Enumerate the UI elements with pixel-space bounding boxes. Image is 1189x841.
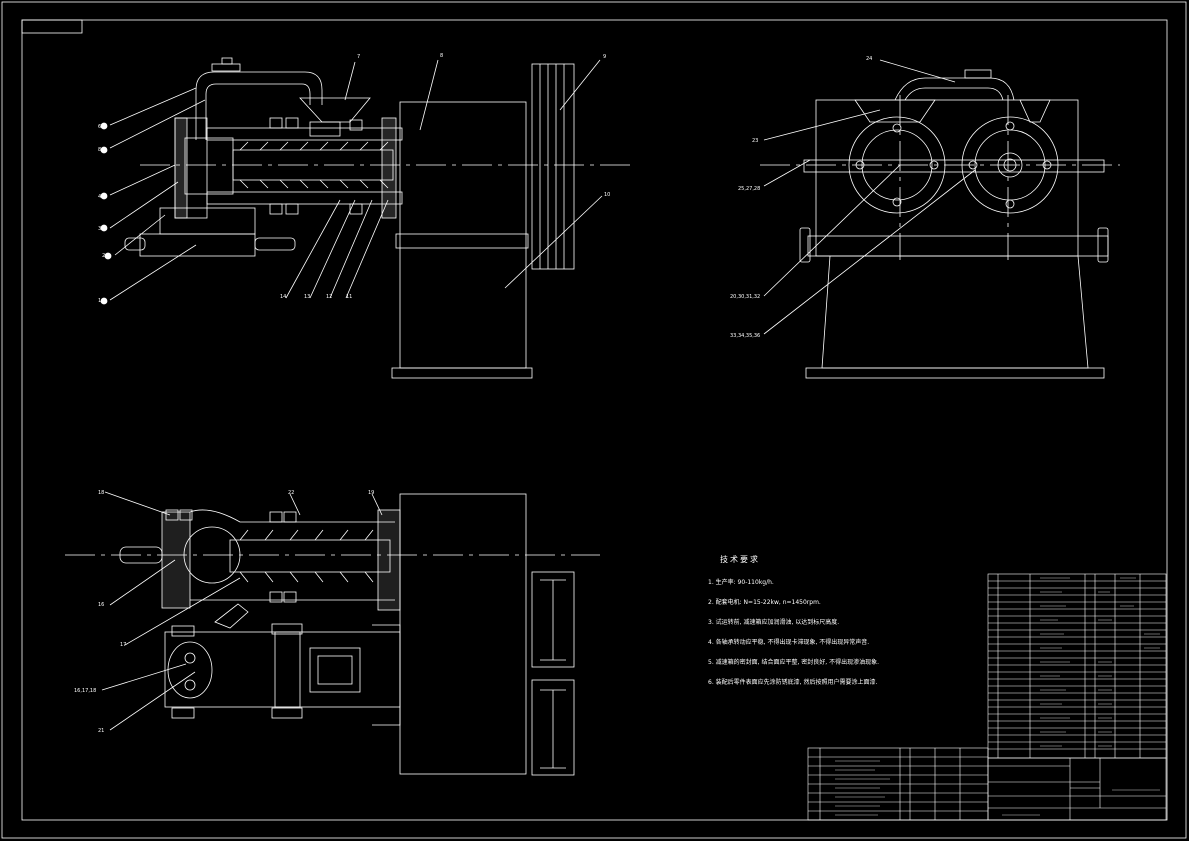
balloon-label: 12 <box>326 294 332 300</box>
balloon-label: 21 <box>98 728 104 734</box>
balloon-label: 8 <box>98 147 101 153</box>
balloon-label: 14 <box>280 294 286 300</box>
balloon-label: 20,30,31,32 <box>730 294 760 300</box>
front-view-balloons <box>100 122 112 305</box>
balloon-label: 18 <box>98 490 104 496</box>
balloon-label: 3 <box>98 226 101 232</box>
balloon-label: 13 <box>304 294 310 300</box>
technical-requirements: 技术要求 1. 生产率: 90-110kg/h. 2. 配套电机: N=15-2… <box>708 554 879 686</box>
balloon-label: 16 <box>98 602 104 608</box>
balloon-label: 6 <box>98 124 101 130</box>
balloon-label: 8 <box>440 53 443 59</box>
tech-req-title: 技术要求 <box>720 554 760 564</box>
tech-req-item: 4. 各轴承转动应平稳, 不得出现卡滞现象, 不得出现异常声音. <box>708 638 869 646</box>
balloon-label: 23 <box>752 138 758 144</box>
balloon-label: 9 <box>603 54 606 60</box>
balloon-label: 17 <box>120 642 126 648</box>
parts-list-table <box>807 573 1167 821</box>
balloon-label: 22 <box>288 490 294 496</box>
balloon-label: 10 <box>604 192 610 198</box>
balloon-label: 19 <box>368 490 374 496</box>
balloon-labels: 6 8 4 3 2 1 7 8 9 10 14 13 12 11 24 23 2… <box>74 53 872 734</box>
balloon-label: 4 <box>98 194 101 200</box>
balloon-label: 16,17,18 <box>74 688 96 694</box>
balloon-label: 2 <box>102 253 105 259</box>
balloon-label: 33,34,35,36 <box>730 333 760 339</box>
front-view <box>109 57 630 379</box>
corner-id-box <box>21 19 83 34</box>
top-view <box>65 491 600 776</box>
tech-req-item: 6. 装配后零件表面应先涂防锈底漆, 然后按照用户需要涂上面漆. <box>708 678 877 686</box>
tech-req-item: 3. 试运转前, 减速箱应加润滑油, 以达到标尺高度. <box>708 618 839 626</box>
balloon-label: 7 <box>357 54 360 60</box>
balloon-label: 11 <box>346 294 352 300</box>
tech-req-item: 2. 配套电机: N=15-22kw, n=1450rpm. <box>708 598 821 606</box>
balloon-label: 24 <box>866 56 872 62</box>
tech-req-item: 5. 减速箱的密封面, 结合面应平整, 密封良好, 不得出现渗油现象. <box>708 658 879 666</box>
tech-req-item: 1. 生产率: 90-110kg/h. <box>708 578 774 586</box>
table-cell-lettering <box>835 577 1160 816</box>
balloon-label: 25,27,28 <box>738 186 760 192</box>
inner-frame <box>21 19 1168 821</box>
side-view <box>760 59 1120 379</box>
balloon-label: 1 <box>98 298 101 304</box>
